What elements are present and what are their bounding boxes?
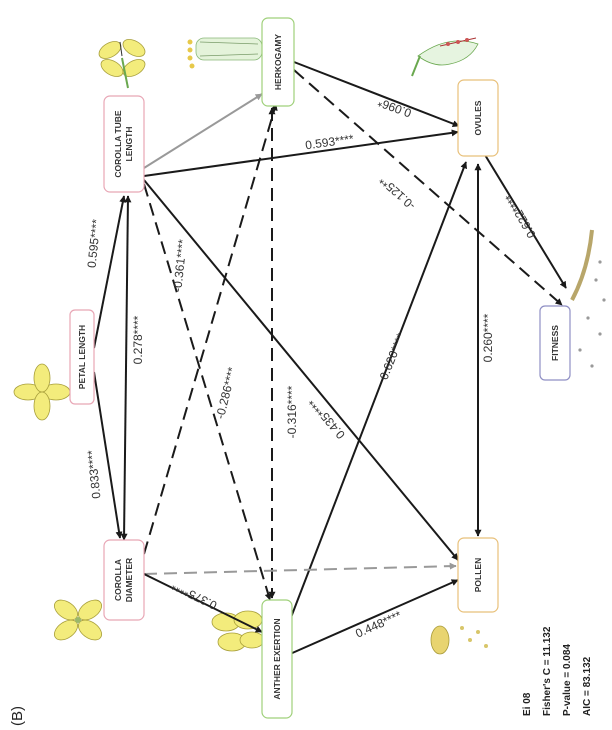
flower-illustration-herkogamy — [187, 37, 263, 69]
flower-illustration-corolla-tube — [98, 39, 146, 89]
node-label-length: LENGTH — [124, 127, 134, 162]
fruit-illustration — [570, 229, 606, 368]
edge-anther-pollen — [289, 579, 459, 655]
flower-illustration-anther — [211, 610, 265, 652]
coef-anther-pollen: 0.448**** — [353, 608, 403, 641]
coef-diameter-anther: 0.375**** — [169, 578, 219, 612]
flower-illustration-diameter — [54, 599, 102, 641]
coef-tube-ovules: 0.593**** — [304, 132, 355, 153]
variable-nodes: COROLLA TUBE LENGTH HERKOGAMY OVULES PET… — [69, 17, 571, 719]
node-label-ovules: OVULES — [473, 100, 483, 135]
coef-diameter-tube: 0.278**** — [131, 315, 145, 364]
edge-petal-tube — [93, 195, 127, 349]
coef-herkogamy-fitness: -0.125** — [376, 173, 418, 213]
ovary-illustration — [411, 37, 479, 77]
edge-tube-anther — [143, 183, 272, 601]
edge-diameter-herkogamy — [143, 103, 278, 555]
coef-petal-tube: 0.595**** — [85, 218, 104, 268]
path-edges — [93, 61, 567, 655]
node-label-corolla-tube: COROLLA TUBE — [113, 110, 123, 178]
edge-herkogamy-ovules — [293, 61, 460, 127]
coef-herkogamy-anther: -0.316**** — [285, 385, 299, 438]
stats-model: Ei 08 — [522, 692, 533, 716]
edge-anther-ovules — [289, 161, 468, 621]
stats-p-value: P-value = 0.084 — [562, 644, 573, 716]
stats-fishers-c: Fisher's C = 11.132 — [542, 626, 553, 716]
node-petal-length: PETAL LENGTH — [69, 309, 95, 405]
node-label-anther-exertion: ANTHER EXERTION — [272, 618, 282, 699]
node-label-corolla: COROLLA — [113, 559, 123, 601]
pollen-illustration — [430, 625, 488, 655]
node-label-herkogamy: HERKOGAMY — [273, 34, 283, 91]
coef-tube-anther: -0.361**** — [170, 238, 189, 292]
edge-tube-herkogamy — [143, 93, 263, 169]
edge-herkogamy-fitness — [293, 69, 563, 306]
node-label-diameter: DIAMETER — [124, 558, 134, 602]
coef-ovules-fitness: 0.622**** — [502, 191, 539, 240]
coef-ovules-pollen: 0.260**** — [481, 313, 495, 362]
node-fitness: FITNESS — [539, 305, 571, 381]
node-label-fitness: FITNESS — [550, 325, 560, 361]
coef-petal-diameter: 0.833**** — [84, 449, 103, 499]
model-stats: Ei 08 Fisher's C = 11.132 P-value = 0.08… — [522, 626, 593, 716]
edge-diameter-anther — [143, 573, 263, 633]
edge-tube-ovules — [143, 129, 459, 177]
panel-label: (B) — [9, 706, 26, 726]
edge-tube-pollen — [143, 179, 459, 561]
coef-diameter-herkogamy: -0.286**** — [213, 365, 239, 420]
flower-illustration-petal — [13, 363, 71, 421]
coef-herkogamy-ovules: 0.096* — [376, 95, 414, 120]
edge-diameter-pollen — [143, 562, 457, 575]
stats-aic: AIC = 83.132 — [582, 656, 593, 716]
coef-anther-ovules: 0.620**** — [377, 331, 408, 382]
node-anther-exertion: ANTHER EXERTION — [261, 599, 293, 719]
edge-ovules-fitness — [481, 149, 567, 289]
node-label-petal-length: PETAL LENGTH — [77, 325, 87, 389]
node-corolla-tube-length: COROLLA TUBE LENGTH — [103, 95, 145, 193]
node-label-pollen: POLLEN — [473, 558, 483, 592]
edge-petal-diameter — [93, 371, 123, 539]
edge-diameter-tube — [120, 195, 132, 541]
node-pollen: POLLEN — [457, 537, 499, 613]
node-ovules: OVULES — [457, 79, 499, 157]
node-corolla-diameter: COROLLA DIAMETER — [103, 539, 145, 621]
node-herkogamy: HERKOGAMY — [261, 17, 295, 107]
